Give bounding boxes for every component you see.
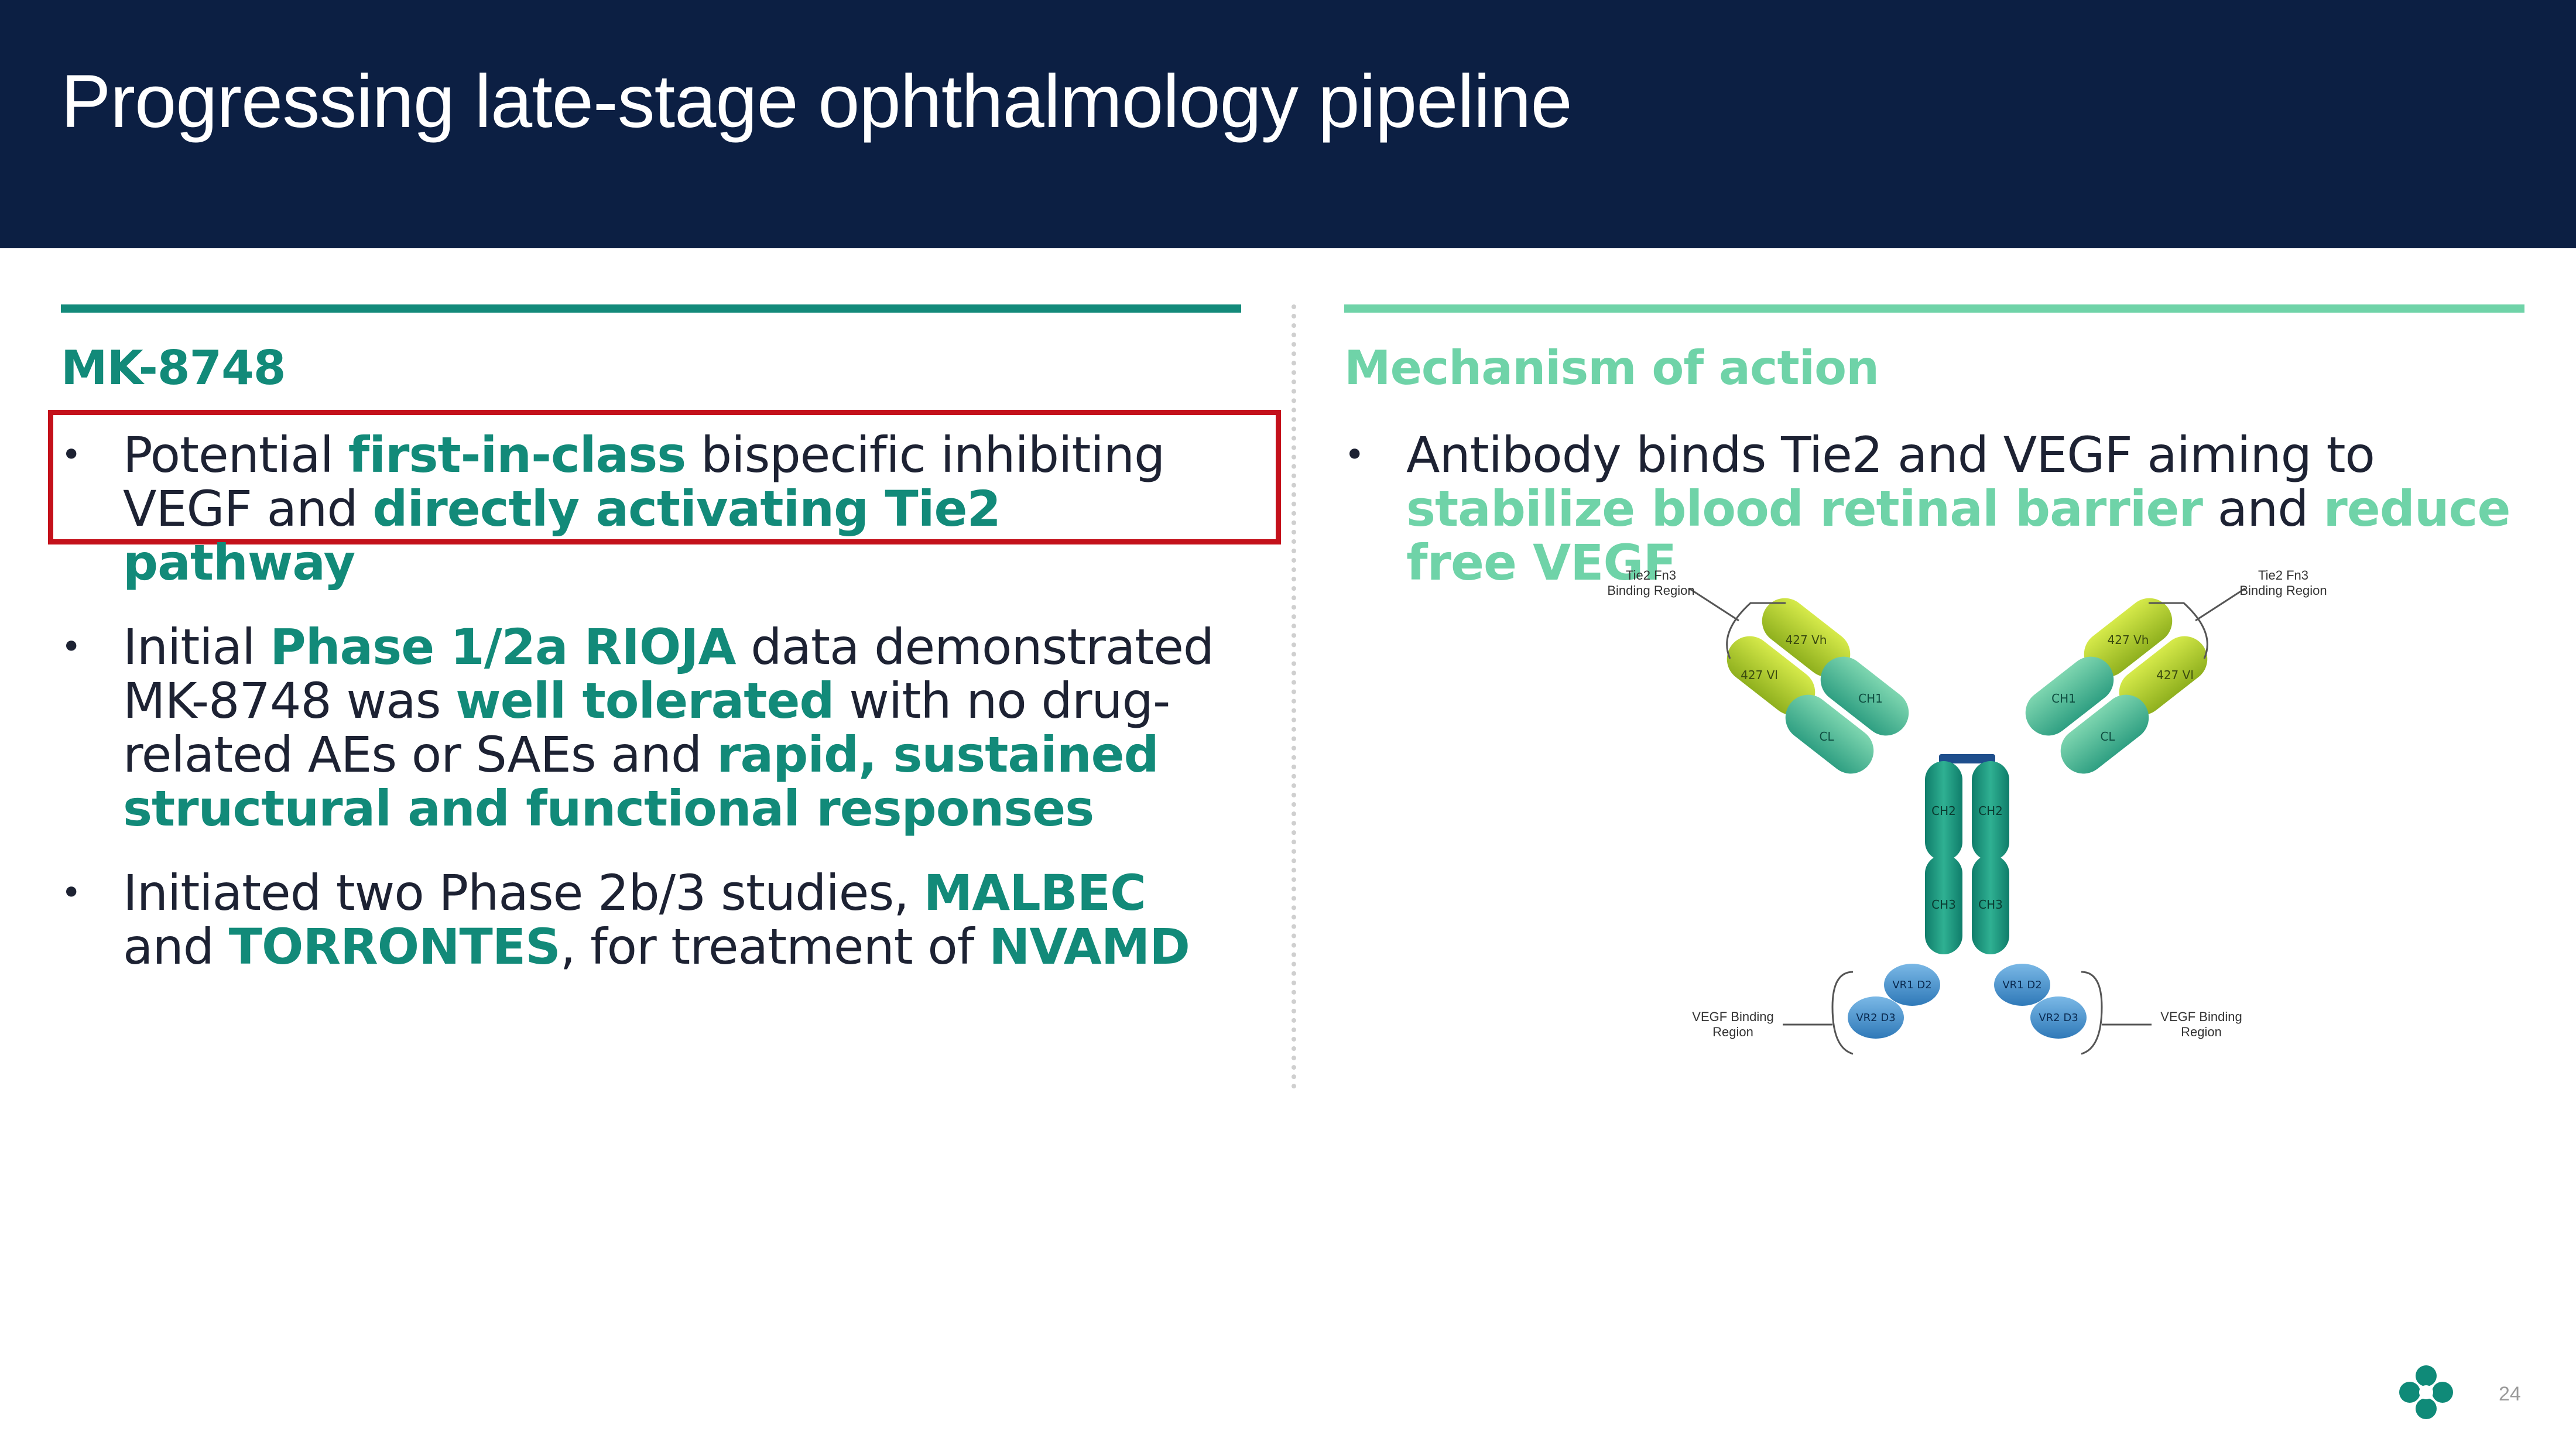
bullet-highlight: NVAMD	[989, 918, 1190, 975]
vl-label: 427 Vl	[1741, 668, 1778, 682]
bullet-dot-icon: •	[61, 626, 81, 667]
bracket	[1726, 602, 1786, 659]
bullet-dot-icon: •	[61, 434, 81, 475]
bullet-highlight: MALBEC	[923, 864, 1146, 922]
bullet-text: Initial	[123, 618, 270, 676]
vh-label: 427 Vh	[1786, 633, 1827, 647]
bullet-item: •Antibody binds Tie2 and VEGF aiming to …	[1344, 428, 2524, 590]
ch1-domain	[1820, 656, 1909, 736]
cl-domain	[1785, 694, 1874, 774]
title-bar: Progressing late-stage ophthalmology pip…	[0, 0, 2576, 248]
bullet-item: • Initial Phase 1/2a RIOJA data demonstra…	[61, 620, 1241, 835]
highlight-box	[48, 410, 1281, 544]
bullet-text: bispecific inhibiting VEGF and	[123, 426, 1165, 537]
right-bullet-list: •Antibody binds Tie2 and VEGF aiming to …	[1344, 428, 2524, 590]
ch1-domain	[2025, 656, 2114, 736]
bullet-highlight: first-in-class	[348, 426, 687, 484]
cl-label: CL	[1819, 730, 1834, 744]
bullet-highlight: TORRONTES	[228, 918, 561, 975]
cl-label: CL	[2100, 730, 2115, 744]
vl-domain	[2119, 636, 2208, 715]
left-bullet-list: • Potential first-in-class bispecific inh…	[61, 428, 1241, 974]
ch3-domain	[1972, 855, 2009, 954]
left-panel-heading: MK-8748	[61, 341, 286, 395]
hinge-region	[1939, 754, 1995, 763]
leader-line	[2195, 587, 2246, 622]
ch3-domain	[1925, 855, 1962, 954]
tie2-binding-label: Binding Region	[2239, 583, 2327, 598]
vh-domain	[1762, 598, 1851, 677]
bullet-highlight: well tolerated	[455, 672, 834, 730]
d2-domain	[1994, 964, 2050, 1006]
callout-brackets	[1688, 587, 2246, 1055]
bullet-text: and	[2202, 480, 2324, 537]
bracket	[1831, 971, 1854, 1055]
vl-label: 427 Vl	[2156, 668, 2194, 682]
ch3-label: CH3	[1978, 898, 2003, 912]
bullet-text: with no drug-related AEs or SAEs and	[123, 672, 1170, 783]
slide-title: Progressing late-stage ophthalmology pip…	[61, 60, 1573, 143]
ch2-domain	[1925, 761, 1962, 861]
vegf-binding-label: VEGF Binding	[1692, 1009, 1773, 1024]
page-number: 24	[2499, 1383, 2521, 1405]
tie2-binding-label: Tie2 Fn3	[1626, 568, 1676, 583]
bullet-text: Potential	[123, 426, 348, 484]
ch2-domain	[1972, 761, 2009, 861]
ch3-label: CH3	[1931, 898, 1956, 912]
vegf-binding-label: VEGF Binding	[2160, 1009, 2242, 1024]
bullet-highlight: stabilize blood retinal barrier	[1406, 480, 2203, 537]
ch2-label: CH2	[1978, 804, 2003, 818]
d2-label: VR1 D2	[2002, 979, 2041, 991]
bracket	[2081, 971, 2103, 1055]
left-panel: MK-8748 • Potential first-in-class bispec…	[48, 304, 1281, 974]
bullet-dot-icon: •	[61, 872, 81, 913]
ch1-label: CH1	[1858, 691, 1883, 705]
antibody-diagram: 427 Vh 427 Vl CH1 CL 427 Vh 427 Vl CH1 C…	[1607, 568, 2327, 1055]
leader-line	[1688, 587, 1739, 622]
vegf-binding-label: Region	[1712, 1025, 1753, 1039]
vh-label: 427 Vh	[2108, 633, 2149, 647]
d2-domain	[1884, 964, 1940, 1006]
bullet-text: Initiated two Phase 2b/3 studies,	[123, 864, 924, 922]
left-panel-rule	[61, 304, 1241, 313]
bullet-text: Antibody binds Tie2 and VEGF aiming to	[1406, 426, 2375, 484]
column-divider	[1292, 304, 1296, 1089]
vl-domain	[1727, 636, 1815, 715]
right-panel: Mechanism of action • Antibody binds Tie2…	[1344, 304, 2524, 590]
vegf-binding-label: Region	[2181, 1025, 2222, 1039]
bullet-highlight: directly activating Tie2 pathway	[123, 480, 1001, 591]
tie2-binding-label: Binding Region	[1607, 583, 1694, 598]
d3-label: VR2 D3	[2039, 1012, 2078, 1024]
ch2-label: CH2	[1931, 804, 1956, 818]
bullet-text: , for treatment of	[560, 918, 989, 975]
d3-label: VR2 D3	[1856, 1012, 1895, 1024]
tie2-binding-label: Tie2 Fn3	[2258, 568, 2308, 583]
right-panel-heading: Mechanism of action	[1344, 341, 1879, 395]
ch1-label: CH1	[2051, 691, 2076, 705]
bracket	[2149, 602, 2208, 659]
fc-region: CH2 CH2 CH3 CH3	[1925, 761, 2009, 954]
cl-domain	[2060, 694, 2149, 774]
vegf-binding-domains: VR1 D2 VR2 D3 VR1 D2 VR2 D3	[1848, 964, 2087, 1039]
merck-logo-icon	[2399, 1365, 2453, 1419]
bullet-highlight: rapid, sustained structural and function…	[123, 726, 1159, 837]
vh-domain	[2084, 598, 2173, 677]
d3-domain	[1848, 996, 1904, 1039]
bullet-highlight: Phase 1/2a RIOJA	[270, 618, 736, 676]
right-panel-rule	[1344, 304, 2524, 313]
bullet-dot-icon: •	[1344, 434, 1365, 475]
bullet-text: data demonstrated MK-8748 was	[123, 618, 1214, 730]
bullet-highlight: reduce free VEGF	[1406, 480, 2510, 591]
d3-domain	[2030, 996, 2087, 1039]
d2-label: VR1 D2	[1892, 979, 1931, 991]
right-fab-arm: 427 Vh 427 Vl CH1 CL	[2025, 598, 2208, 774]
bullet-text: and	[123, 918, 229, 975]
bullet-item: • Initiated two Phase 2b/3 studies, MALBE…	[61, 866, 1241, 974]
bullet-item: • Potential first-in-class bispecific inh…	[61, 428, 1241, 590]
left-fab-arm: 427 Vh 427 Vl CH1 CL	[1727, 598, 1909, 774]
